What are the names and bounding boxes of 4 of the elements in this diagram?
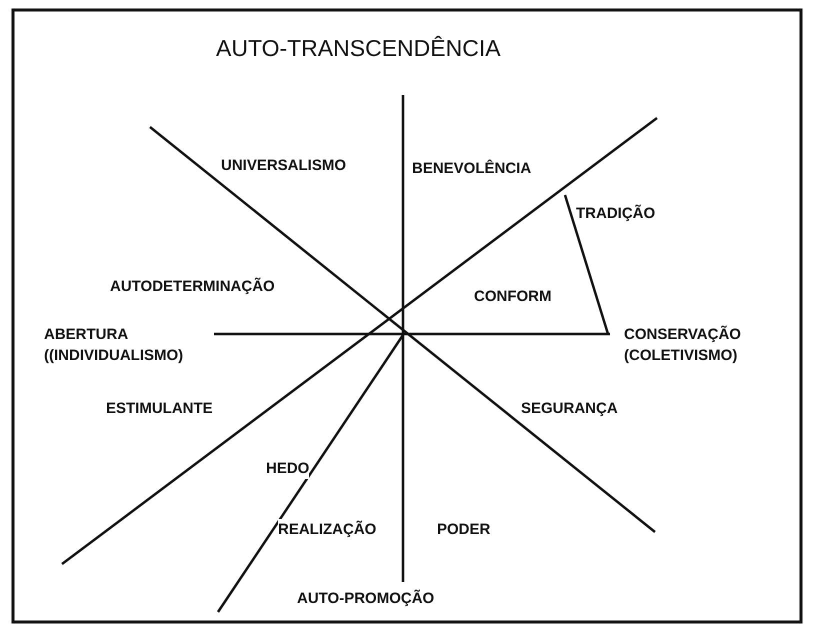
value-label: AUTODETERMINAÇÃO [110, 276, 275, 297]
value-label: REALIZAÇÃO [278, 519, 376, 540]
value-label: AUTO-PROMOÇÃO [297, 588, 434, 609]
value-label: TRADIÇÃO [576, 203, 656, 224]
